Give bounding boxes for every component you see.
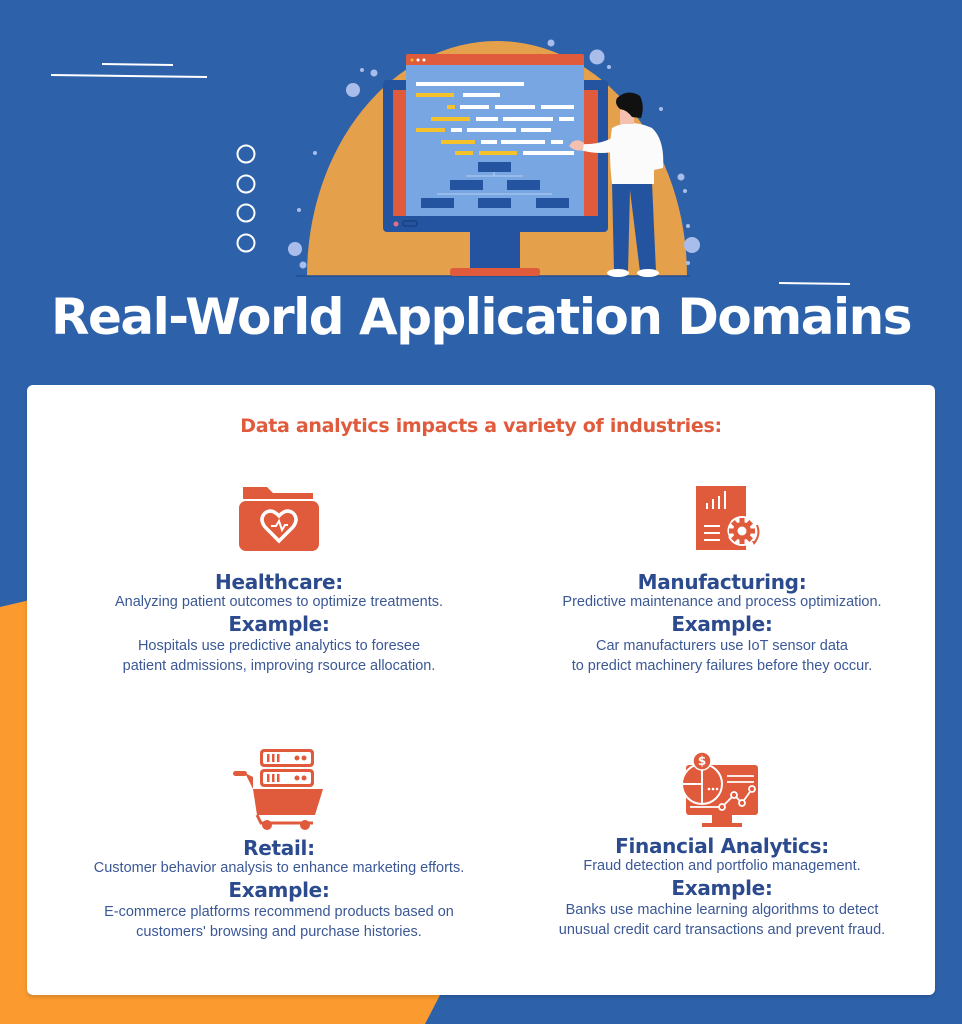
example-label: Example: xyxy=(671,876,773,900)
domain-description: Fraud detection and portfolio management… xyxy=(583,858,861,874)
decorative-lines-icon xyxy=(778,282,851,285)
domain-healthcare: Healthcare: Analyzing patient outcomes t… xyxy=(54,483,504,676)
page-subtitle: Data analytics impacts a variety of indu… xyxy=(240,415,722,437)
example-label: Example: xyxy=(671,612,773,636)
domain-title: Financial Analytics: xyxy=(615,834,829,858)
domain-title: Retail: xyxy=(243,836,315,860)
domain-example: E-commerce platforms recommend products … xyxy=(104,904,454,940)
domain-description: Predictive maintenance and process optim… xyxy=(562,594,882,610)
domain-title: Manufacturing: xyxy=(637,570,807,594)
content-card: Data analytics impacts a variety of indu… xyxy=(27,385,935,995)
domain-example: Hospitals use predictive analytics to fo… xyxy=(122,638,436,674)
domain-description: Analyzing patient outcomes to optimize t… xyxy=(114,594,444,610)
person-figure-icon xyxy=(569,92,664,277)
domain-manufacturing: Manufacturing: Predictive maintenance an… xyxy=(497,483,947,676)
finance-monitor-icon: $ xyxy=(682,751,758,827)
hero-illustration xyxy=(50,39,851,285)
domain-example: Banks use machine learning algorithms to… xyxy=(558,902,886,938)
decorative-circles-icon xyxy=(236,144,256,253)
medical-folder-icon xyxy=(239,487,319,551)
domain-retail: Retail: Customer behavior analysis to en… xyxy=(54,747,504,942)
report-gear-icon xyxy=(696,486,760,550)
example-label: Example: xyxy=(228,878,330,902)
domain-description: Customer behavior analysis to enhance ma… xyxy=(93,860,465,876)
domain-financial-analytics: $ Financial Analytics: Fraud detection a… xyxy=(497,749,947,940)
domain-example: Car manufacturers use IoT sensor data to… xyxy=(571,638,873,674)
domain-title: Healthcare: xyxy=(215,570,343,594)
page-title: Real-World Application Domains xyxy=(50,288,913,346)
example-label: Example: xyxy=(228,612,330,636)
svg-text:$: $ xyxy=(698,754,706,768)
shopping-cart-server-icon xyxy=(233,749,323,830)
decorative-lines-icon xyxy=(50,63,208,78)
